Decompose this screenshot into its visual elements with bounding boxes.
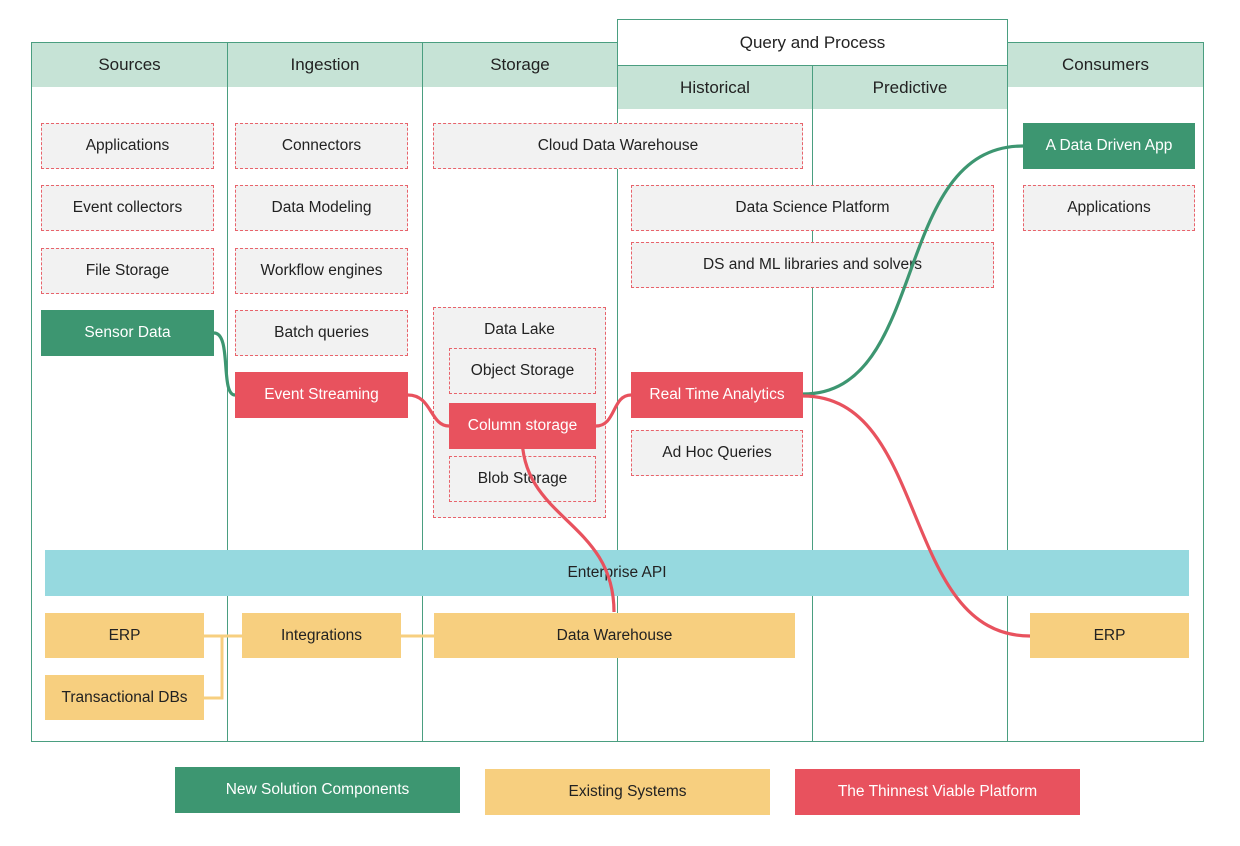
column-header-predictive: Predictive bbox=[813, 66, 1007, 109]
ingestion-workflow-engines: Workflow engines bbox=[235, 248, 408, 294]
column-header-historical: Historical bbox=[618, 66, 812, 109]
process-real-time-analytics: Real Time Analytics bbox=[631, 372, 803, 418]
existing-integrations: Integrations bbox=[242, 613, 401, 658]
ingestion-event-streaming: Event Streaming bbox=[235, 372, 408, 418]
column-header-query-process: Query and Process bbox=[617, 19, 1008, 66]
column-header-storage: Storage bbox=[423, 43, 617, 87]
column-predictive-frame bbox=[812, 64, 1008, 742]
existing-transactional-dbs: Transactional DBs bbox=[45, 675, 204, 720]
process-data-science-platform: Data Science Platform bbox=[631, 185, 994, 231]
ingestion-data-modeling: Data Modeling bbox=[235, 185, 408, 231]
process-ad-hoc-queries: Ad Hoc Queries bbox=[631, 430, 803, 476]
source-applications: Applications bbox=[41, 123, 214, 169]
storage-data-lake-title: Data Lake bbox=[484, 321, 555, 338]
legend-existing-systems: Existing Systems bbox=[485, 769, 770, 815]
ingestion-batch-queries: Batch queries bbox=[235, 310, 408, 356]
storage-cloud-data-warehouse: Cloud Data Warehouse bbox=[433, 123, 803, 169]
column-header-consumers: Consumers bbox=[1008, 43, 1203, 87]
column-header-ingestion: Ingestion bbox=[228, 43, 422, 87]
source-file-storage: File Storage bbox=[41, 248, 214, 294]
existing-erp-consumer: ERP bbox=[1030, 613, 1189, 658]
enterprise-api-bar: Enterprise API bbox=[45, 550, 1189, 596]
ingestion-connectors: Connectors bbox=[235, 123, 408, 169]
existing-data-warehouse: Data Warehouse bbox=[434, 613, 795, 658]
source-sensor-data: Sensor Data bbox=[41, 310, 214, 356]
consumer-data-driven-app: A Data Driven App bbox=[1023, 123, 1195, 169]
column-header-sources: Sources bbox=[32, 43, 227, 87]
source-event-collectors: Event collectors bbox=[41, 185, 214, 231]
storage-column-storage: Column storage bbox=[449, 403, 596, 449]
existing-erp-source: ERP bbox=[45, 613, 204, 658]
legend-thinnest-platform: The Thinnest Viable Platform bbox=[795, 769, 1080, 815]
storage-blob-storage: Blob Storage bbox=[449, 456, 596, 502]
process-ds-ml-libraries: DS and ML libraries and solvers bbox=[631, 242, 994, 288]
storage-object-storage: Object Storage bbox=[449, 348, 596, 394]
consumer-applications: Applications bbox=[1023, 185, 1195, 231]
legend-new-components: New Solution Components bbox=[175, 767, 460, 813]
